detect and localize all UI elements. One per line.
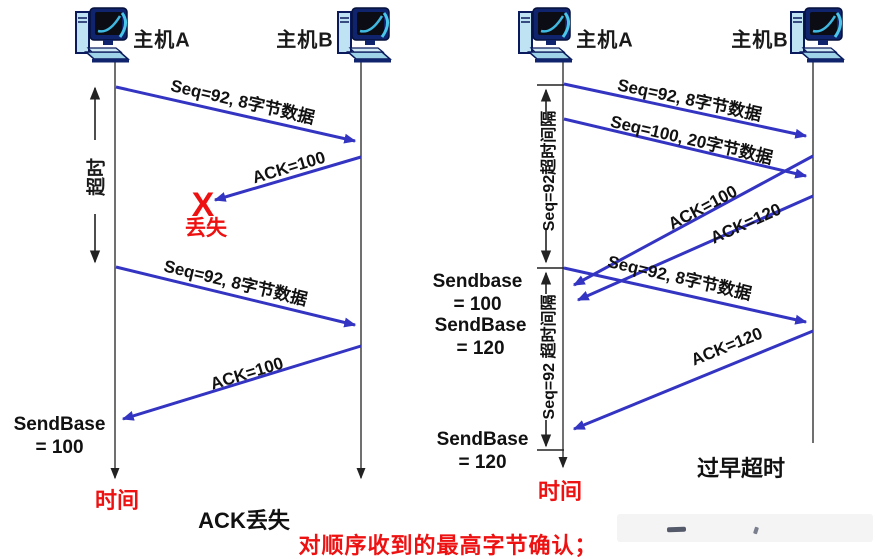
right-timeout-interval2-label: Seq=92 超时间隔 — [541, 294, 558, 420]
right-sendbase2-block: SendBase = 120 — [433, 314, 528, 360]
left-ack2-arrow — [121, 344, 362, 421]
right-sendbase1-block: Sendbase = 100 — [430, 270, 525, 316]
footer-note: 对顺序收到的最高字节确认； — [298, 533, 598, 558]
right-sendbase1-value: = 100 — [453, 294, 502, 315]
left-sendbase-label: SendBase — [13, 414, 106, 435]
scan-artifact-band — [617, 514, 873, 542]
left-ack1-arrow — [213, 155, 362, 202]
right-ack3-arrow — [572, 329, 814, 431]
right-sendbase1-label: Sendbase — [432, 271, 523, 292]
right-seq1-arrow — [563, 82, 808, 139]
right-time-label: 时间 — [537, 479, 583, 504]
packet-loss-x-mark: X — [191, 186, 215, 224]
right-sendbase3-label: SendBase — [436, 429, 529, 450]
right-seq3-arrow — [563, 266, 808, 325]
left-sendbase-block: SendBase = 100 — [12, 413, 107, 459]
right-sendbase3-block: SendBase = 120 — [435, 428, 530, 474]
left-host-a-label: 主机A — [133, 29, 191, 52]
host-computer-icon — [517, 7, 575, 63]
left-seq1-arrow — [115, 85, 357, 144]
left-sendbase-value: = 100 — [35, 437, 84, 458]
right-host-a-label: 主机A — [576, 29, 634, 52]
left-time-label: 时间 — [94, 488, 140, 513]
right-sendbase2-value: = 120 — [456, 338, 505, 359]
right-sendbase3-value: = 120 — [458, 452, 507, 473]
left-host-b-label: 主机B — [276, 29, 334, 52]
left-scenario-caption: ACK丢失 — [198, 508, 290, 533]
right-host-b-label: 主机B — [731, 29, 789, 52]
host-computer-icon — [789, 7, 847, 63]
right-timeout-interval1-label: Seq=92超时间隔 — [541, 110, 558, 232]
right-ack2-arrow — [576, 194, 814, 302]
host-computer-icon — [336, 7, 394, 63]
scan-artifact-dash — [666, 526, 687, 533]
right-ack1-arrow — [572, 154, 814, 287]
left-seq2-arrow — [115, 265, 357, 328]
right-seq2-arrow — [563, 117, 808, 179]
left-timeout-label: 超时 — [86, 157, 108, 197]
packet-loss-label: 丢失 — [185, 216, 227, 240]
host-computer-icon — [74, 7, 132, 63]
right-sendbase2-label: SendBase — [434, 315, 527, 336]
right-scenario-caption: 过早超时 — [696, 456, 786, 481]
